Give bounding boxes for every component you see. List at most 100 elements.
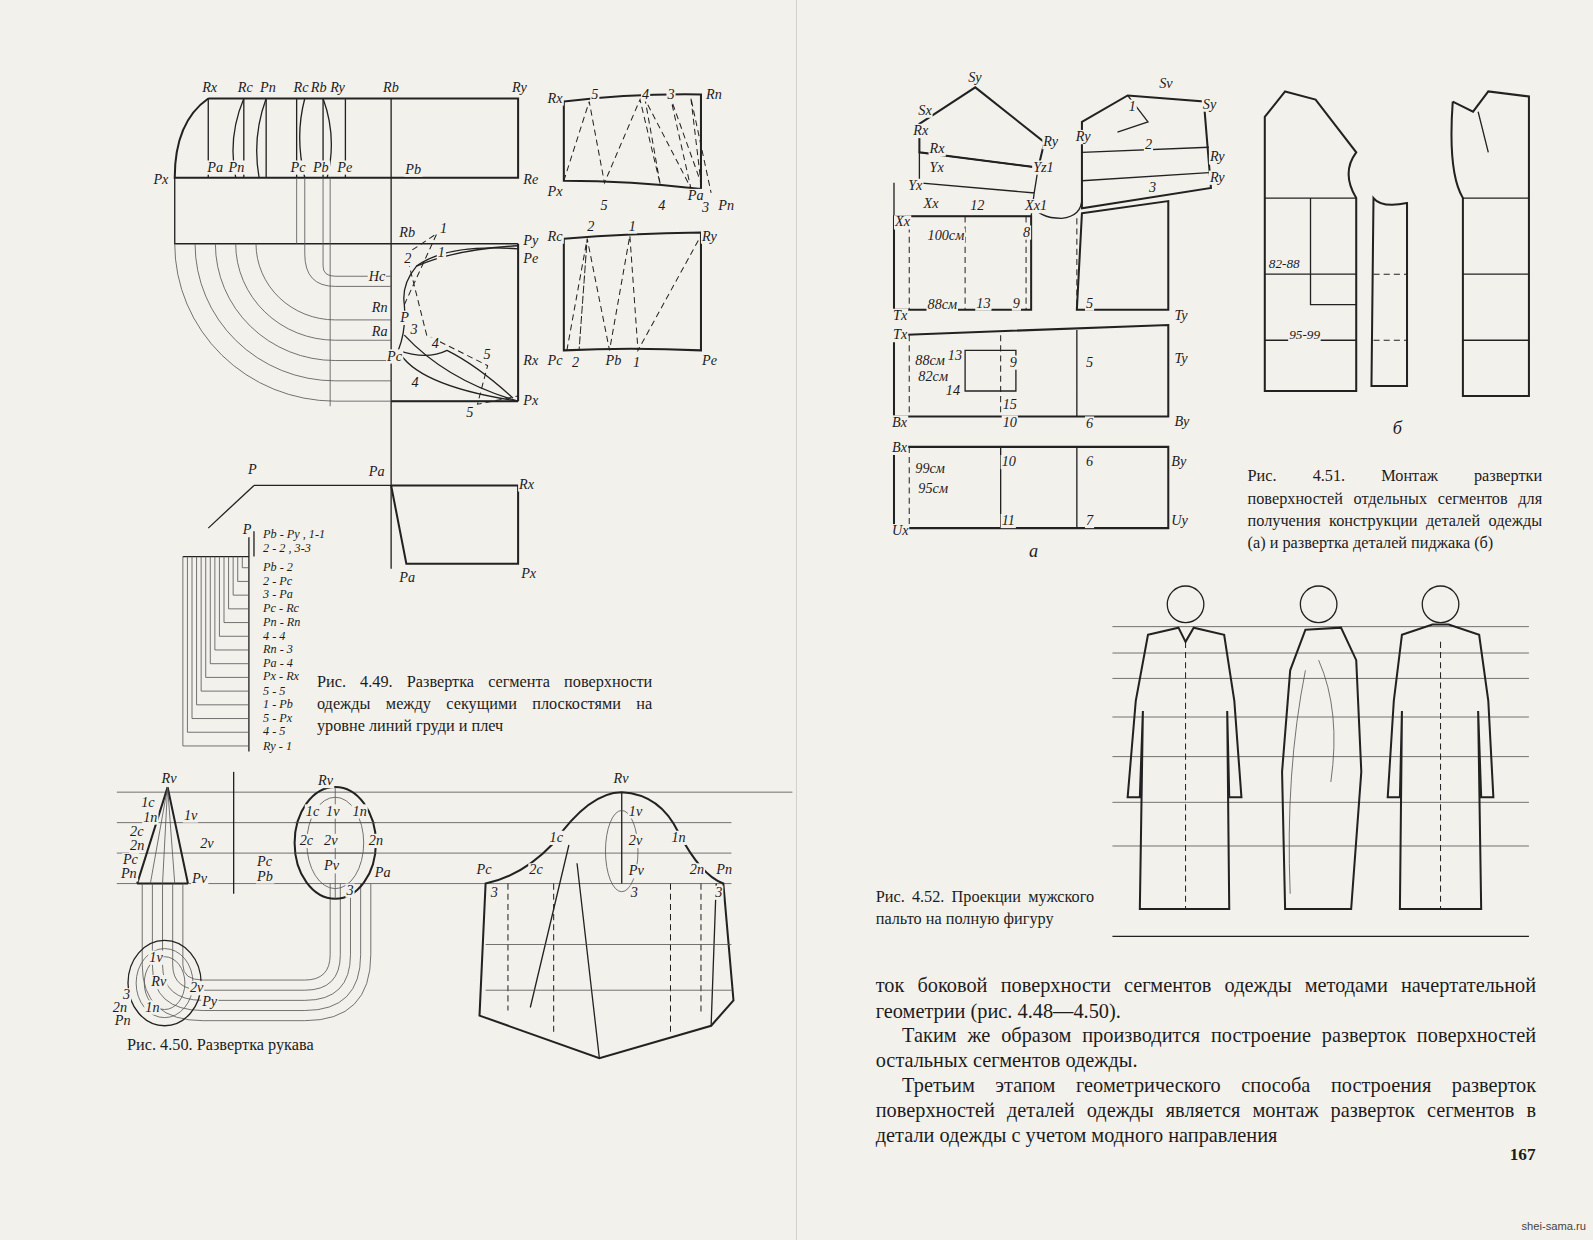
- point-label: Rc: [293, 81, 310, 95]
- point-label: By: [1170, 455, 1187, 469]
- point-label: Rx: [929, 142, 946, 156]
- point-label: Sy: [967, 71, 982, 85]
- point-label: 2c: [528, 863, 543, 877]
- point-label: Pc: [256, 855, 273, 869]
- point-label: Px: [547, 185, 564, 199]
- drawing-line: [1185, 642, 1186, 909]
- point-label: 1v: [325, 804, 340, 818]
- drawing-group: [175, 99, 518, 752]
- point-label: Yx: [907, 179, 923, 193]
- point-label: Pa: [368, 465, 386, 479]
- body-text: Третьим этапом геометрического способа п…: [876, 1072, 1536, 1147]
- point-label: Pb: [312, 160, 330, 174]
- point-label: Px - Rx: [262, 670, 300, 682]
- drawing-line: [564, 94, 701, 189]
- point-label: Pv: [323, 859, 340, 873]
- point-label: Pb: [604, 353, 622, 367]
- drawing-line: [894, 447, 1168, 528]
- drawing-line: [197, 557, 249, 705]
- point-label: 2c: [299, 834, 314, 848]
- point-label: Pп: [717, 199, 735, 213]
- point-label: 1п: [670, 831, 686, 845]
- point-label: 1c: [140, 796, 155, 810]
- point-label: Pп: [114, 1014, 132, 1028]
- drawing-line: [1077, 201, 1168, 310]
- point-label: Ux: [891, 524, 910, 538]
- point-label: 3: [666, 87, 675, 101]
- drawing-line: [297, 178, 391, 277]
- drawing-line: [256, 244, 391, 320]
- point-label: 82см: [917, 370, 949, 384]
- point-label: 5: [599, 199, 608, 213]
- point-label: 3: [701, 201, 710, 215]
- point-label: 3: [409, 323, 418, 337]
- point-label: 1: [632, 355, 641, 369]
- point-label: Ry: [329, 81, 346, 95]
- drawing-line: [530, 792, 716, 1058]
- point-label: Rc: [547, 230, 564, 244]
- point-label: Sv: [1158, 77, 1173, 91]
- point-label: 2v: [189, 981, 204, 995]
- point-label: Xx: [922, 197, 939, 211]
- drawing-line: [1076, 218, 1077, 309]
- drawing-line: [229, 557, 249, 609]
- point-label: Sx: [917, 104, 932, 118]
- point-label: Ty: [1173, 351, 1188, 365]
- point-label: 7: [1085, 514, 1094, 528]
- point-label: 8: [1022, 225, 1031, 239]
- point-label: 88см: [914, 353, 946, 367]
- point-label: P: [399, 311, 410, 325]
- point-label: 6: [1085, 416, 1094, 430]
- point-label: Px: [522, 394, 539, 408]
- point-label: Rv: [613, 772, 630, 786]
- point-label: Rп: [705, 87, 723, 101]
- drawing-line: [295, 787, 376, 899]
- point-label: 4 - 5: [262, 725, 286, 737]
- drawing-line: [398, 350, 513, 398]
- point-label: 10: [1001, 455, 1017, 469]
- drawing-line: [894, 325, 1168, 416]
- drawing-line: [236, 244, 391, 340]
- point-label: Tx: [892, 328, 908, 342]
- drawing-line: [1167, 586, 1204, 623]
- drawing-line: [1463, 112, 1529, 341]
- point-label: Pc: [386, 349, 403, 363]
- drawing-line: [254, 485, 391, 486]
- drawing-line: [564, 233, 701, 351]
- point-label: 2: [586, 219, 595, 233]
- point-label: By: [1173, 414, 1190, 428]
- point-label: Pп - Rп: [262, 615, 301, 627]
- point-label: Re: [522, 173, 539, 187]
- drawing-line: [605, 810, 638, 891]
- point-label: Pe: [522, 252, 539, 266]
- point-label: 88см: [927, 298, 959, 312]
- body-text: Таким же образом производится построение…: [876, 1023, 1536, 1073]
- point-label: 2п: [129, 839, 145, 853]
- point-label: 2c: [129, 825, 144, 839]
- drawing-line: [219, 557, 248, 637]
- drawing-line: [136, 949, 193, 1018]
- point-label: Pп: [228, 160, 246, 174]
- point-label: 95см: [917, 481, 949, 495]
- point-label: 3: [630, 886, 639, 900]
- point-label: Xx1: [1024, 199, 1048, 213]
- point-label: Pa: [398, 571, 416, 585]
- drawing-line: [210, 557, 249, 664]
- point-label: 2: [403, 252, 412, 266]
- drawing-line: [233, 99, 331, 178]
- drawing-line: [175, 178, 518, 244]
- point-label: Px: [520, 567, 537, 581]
- drawing-line: [1265, 198, 1356, 340]
- drawing-group: [894, 87, 1211, 528]
- point-label: 14: [945, 384, 961, 398]
- drawing-line: [1422, 586, 1459, 623]
- point-label: 4: [410, 376, 419, 390]
- drawing-line: [1289, 660, 1334, 894]
- point-label: 100см: [927, 229, 966, 243]
- drawing-line: [391, 485, 518, 563]
- point-label: 4: [657, 199, 666, 213]
- drawing-line: [201, 557, 249, 692]
- point-label: 3: [1148, 181, 1157, 195]
- point-label: Pa: [374, 866, 392, 880]
- drawing-line: [305, 178, 391, 287]
